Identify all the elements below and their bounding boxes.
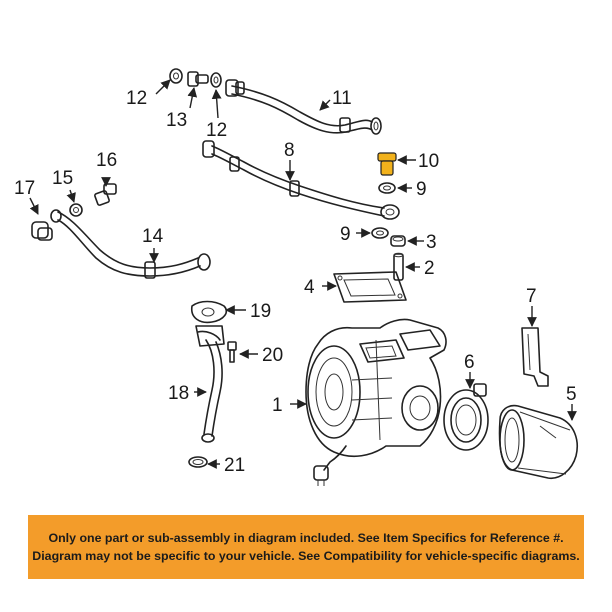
callout-1: 1 bbox=[272, 395, 283, 416]
disclaimer-line-2: Diagram may not be specific to your vehi… bbox=[32, 549, 580, 563]
return-line-14 bbox=[50, 209, 211, 279]
callout-18: 18 bbox=[168, 383, 189, 404]
banjo-bolt-13 bbox=[187, 71, 209, 87]
oil-line-upper bbox=[225, 79, 382, 135]
callout-12-lower: 12 bbox=[206, 120, 227, 141]
disclaimer-banner: Only one part or sub-assembly in diagram… bbox=[28, 515, 584, 579]
leader-lines bbox=[29, 79, 577, 469]
oil-line-8 bbox=[202, 140, 400, 220]
washer-9-upper bbox=[378, 182, 396, 194]
disclaimer-line-1: Only one part or sub-assembly in diagram… bbox=[48, 531, 564, 545]
turbocharger-1 bbox=[305, 318, 447, 486]
callout-3: 3 bbox=[426, 232, 437, 253]
callout-11: 11 bbox=[332, 88, 352, 109]
drain-pipe-18 bbox=[195, 325, 225, 443]
washer-15 bbox=[69, 203, 83, 217]
callout-9-lower: 9 bbox=[340, 224, 351, 245]
stud-20 bbox=[227, 341, 237, 363]
callout-7: 7 bbox=[526, 286, 537, 307]
callout-6: 6 bbox=[464, 352, 475, 373]
callout-17: 17 bbox=[14, 178, 35, 199]
callout-15: 15 bbox=[52, 168, 73, 189]
callout-numbers: 12 13 12 11 8 10 9 9 3 2 4 7 6 5 1 16 15… bbox=[14, 88, 577, 476]
washer-9-lower bbox=[371, 227, 389, 239]
callout-16: 16 bbox=[96, 150, 117, 171]
callout-13: 13 bbox=[166, 110, 187, 131]
fitting-17 bbox=[31, 221, 53, 241]
callout-19: 19 bbox=[250, 301, 271, 322]
callout-20: 20 bbox=[262, 345, 283, 366]
seal-ring-3 bbox=[390, 235, 406, 247]
callout-21: 21 bbox=[224, 455, 245, 476]
bolt-16 bbox=[94, 183, 117, 206]
callout-12-top: 12 bbox=[126, 88, 147, 109]
callout-8: 8 bbox=[284, 140, 295, 161]
o-ring-21 bbox=[188, 456, 208, 468]
callout-4: 4 bbox=[304, 277, 315, 298]
callout-2: 2 bbox=[424, 258, 435, 279]
callout-14: 14 bbox=[142, 226, 164, 247]
bracket-7 bbox=[521, 327, 549, 387]
gasket-4 bbox=[333, 271, 407, 303]
fitting-10-highlighted bbox=[377, 152, 397, 176]
washer-12-lower bbox=[210, 72, 222, 88]
outlet-elbow-5 bbox=[498, 404, 578, 480]
callout-5: 5 bbox=[566, 384, 577, 405]
washer-12-top bbox=[169, 68, 183, 84]
clamp-6 bbox=[443, 383, 489, 451]
callout-10: 10 bbox=[418, 151, 439, 172]
tube-2 bbox=[393, 252, 404, 281]
callout-9-upper: 9 bbox=[416, 179, 427, 200]
gasket-19 bbox=[190, 300, 228, 324]
